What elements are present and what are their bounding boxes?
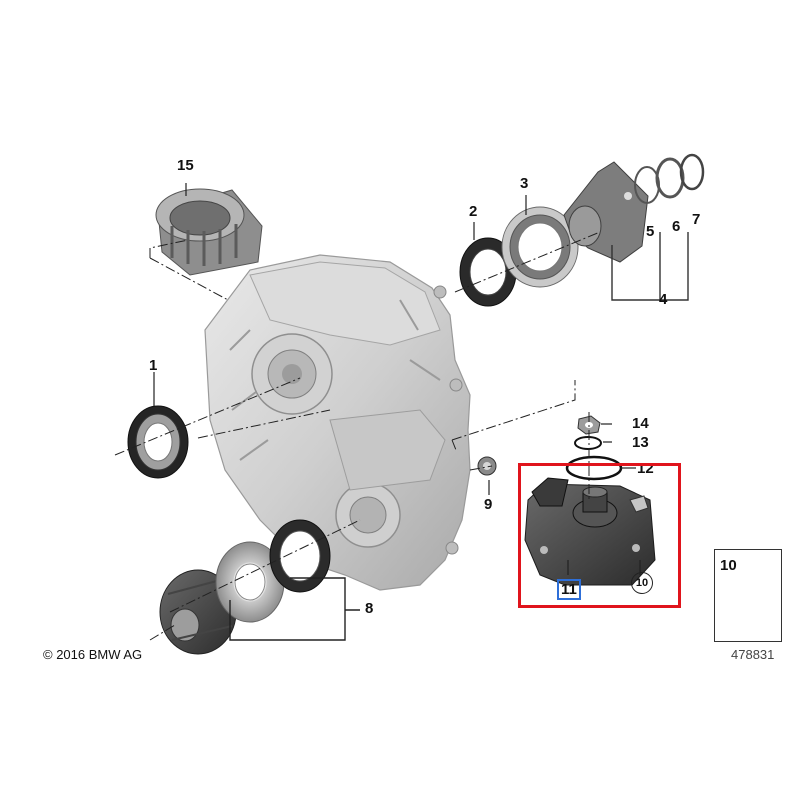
callout-7: 7 [692,211,701,228]
selected-part-11-label[interactable]: 11 [557,579,581,600]
fastener-reference-panel: 10 [714,549,782,642]
diagram-number: 478831 [731,647,775,662]
part-9-plug [477,456,497,476]
callout-leader-lines [153,183,641,575]
assembly-axis-lines [114,231,601,641]
callout-5: 5 [646,223,655,240]
callout-14: 14 [632,415,649,432]
highlighted-part-frame[interactable] [518,463,681,608]
part-8-flange-and-seals [159,519,360,655]
part-2-seal [459,237,517,307]
part-11-actuator-motor [524,477,656,586]
callout-2: 2 [469,203,478,220]
callout-10-circled: 10 [631,572,653,594]
fastener-panel-number: 10 [720,557,737,574]
part-4-output-flange [563,153,705,301]
callout-6: 6 [672,218,681,235]
part-1-seal-ring [127,405,189,479]
callout-8: 8 [365,600,374,617]
copyright-notice: © 2016 BMW AG [43,647,143,662]
callout-4: 4 [659,291,668,308]
callout-13: 13 [632,434,649,451]
part-15-actuator-sleeve [155,188,263,276]
callout-1: 1 [149,357,158,374]
callout-9: 9 [484,496,493,513]
callout-15: 15 [177,157,194,174]
callout-3: 3 [520,175,529,192]
transfer-case-housing [204,254,471,591]
